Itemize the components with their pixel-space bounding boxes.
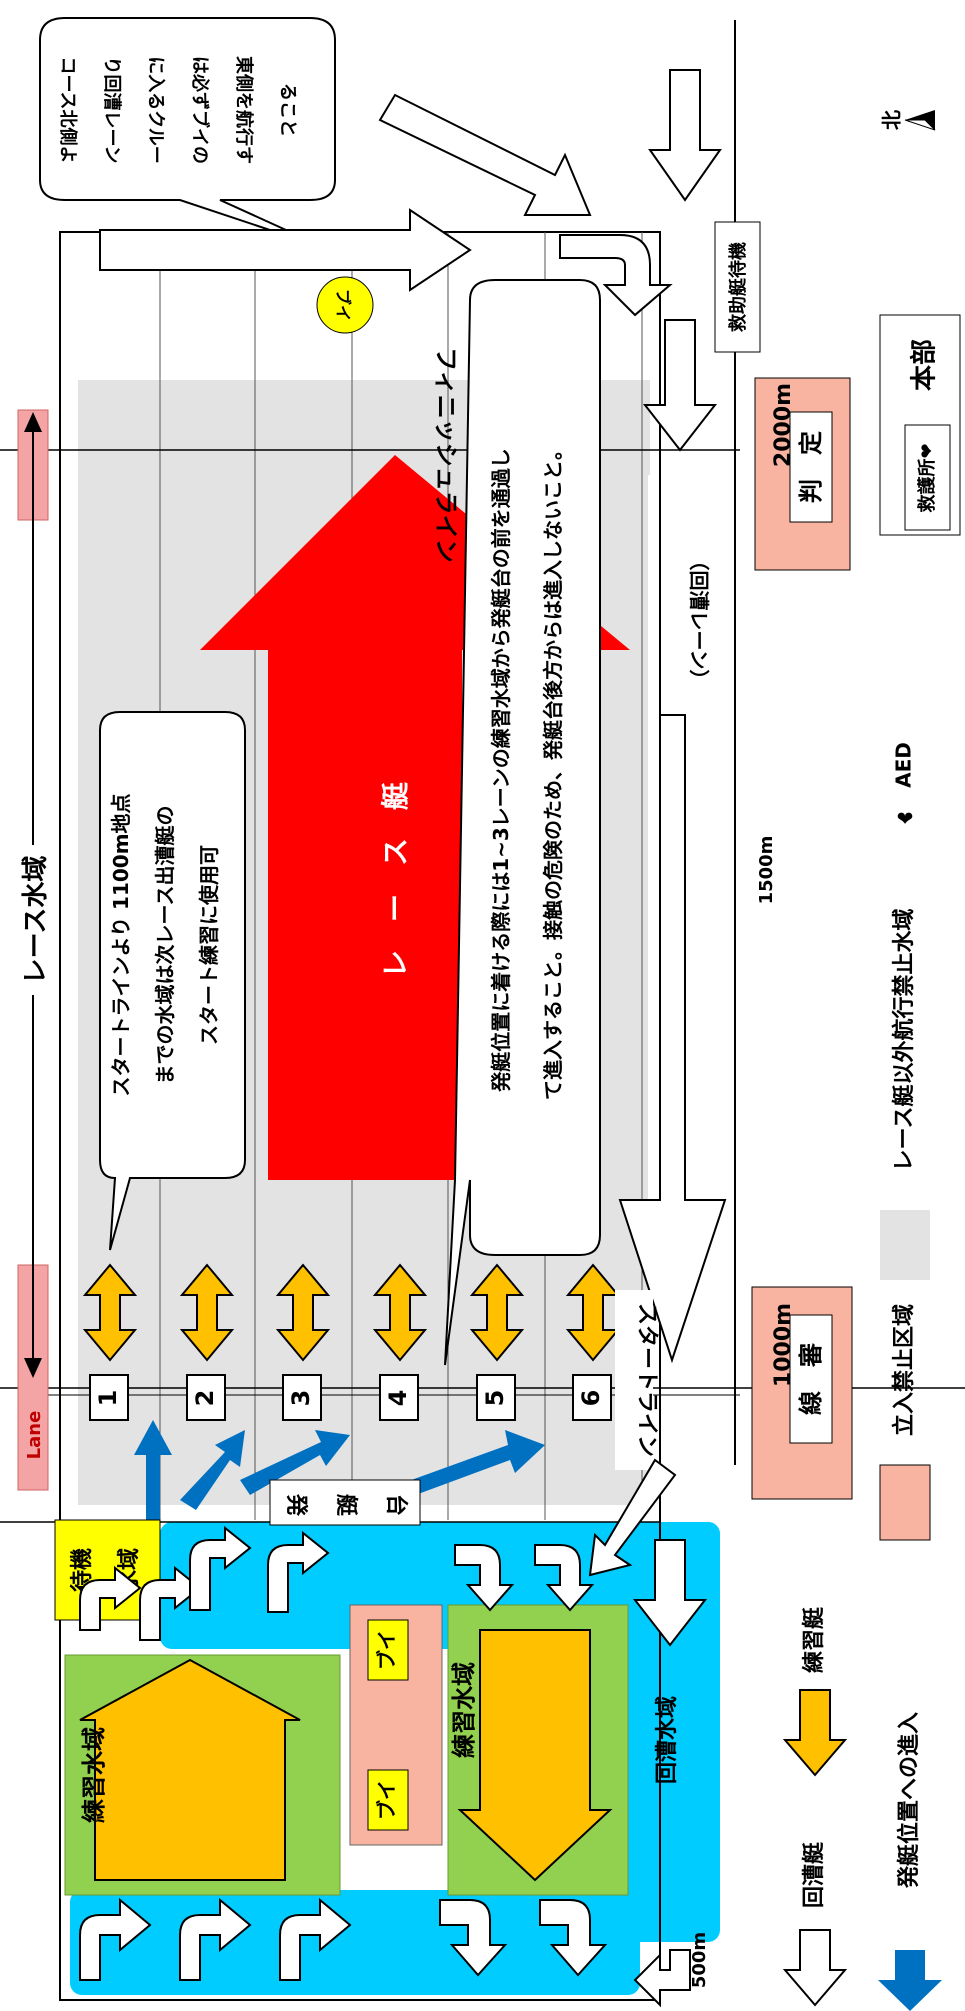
start-pontoon	[269, 1479, 421, 1526]
north-note-3: に入るクルー	[145, 56, 166, 163]
practice-arrow-down	[457, 1629, 613, 1882]
start-practice-line-2: までの水域は次レース出漕艇の	[153, 806, 177, 1085]
practice-arrow-up	[79, 1658, 301, 1881]
race-boat-label: レ ー ス 艇	[379, 782, 412, 978]
pontoon-char-1: 発	[283, 1493, 308, 1517]
start-practice-line-3: スタート練習に使用可	[197, 845, 221, 1045]
lane-number-2: 2	[191, 1390, 219, 1407]
start-line-label-bg	[615, 1290, 653, 1470]
title-bg	[18, 845, 50, 995]
legend-no-entry: 立入禁止区域	[891, 1304, 917, 1436]
legend-no-entry-swatch	[879, 1464, 931, 1541]
start-line-diagonal-arrow	[588, 1458, 677, 1577]
buoy-marker	[316, 276, 374, 334]
buoy-label-1: ブイ	[375, 1630, 399, 1670]
practice-water-1-label: 練習水域	[80, 1727, 108, 1823]
north-note-6: ること	[277, 83, 298, 137]
north-note-5: 東側を航行す	[233, 56, 255, 164]
buoy-label-1-bg	[367, 1619, 409, 1681]
start-position-callout	[444, 279, 601, 1366]
north-note-1: コース北側よ	[57, 56, 79, 163]
legend-entry-icon	[878, 1950, 942, 2011]
rescue-wait-box	[714, 221, 761, 353]
legend-race-only: レース艇以外航行禁止水域	[891, 909, 917, 1172]
legend-race-only-swatch	[880, 1210, 930, 1280]
legend-return-boat: 回漕艇	[801, 1842, 827, 1908]
return-water-label: 回漕水域	[654, 1696, 680, 1784]
start-line-label: スタートライン	[634, 1303, 659, 1457]
lane-double-arrows	[82, 1263, 621, 1362]
lane-number-6: 6	[577, 1390, 605, 1407]
senshin-label: 線 審	[797, 1342, 825, 1415]
lane-arrow-head-up	[24, 412, 42, 432]
buoy-marker-label: ブイ	[334, 289, 353, 321]
pontoon-char-2: 艇	[333, 1494, 359, 1516]
practice-water-2-label: 練習水域	[450, 1662, 478, 1758]
senshin-inner	[789, 1314, 833, 1444]
first-aid-box	[904, 424, 951, 531]
lane-arrow-head-down	[24, 1358, 42, 1378]
return-arrow-top-1	[99, 208, 472, 292]
return-arrow-top-2	[378, 93, 592, 216]
rescue-wait-label: 救助艇待機	[727, 242, 749, 332]
lane-number-boxes	[89, 1374, 612, 1421]
north-note-2: り回漕レーン	[101, 56, 123, 163]
heart-icon: ❤	[897, 807, 914, 831]
start-practice-callout	[99, 711, 246, 1251]
hq-label: 本部	[910, 339, 940, 391]
legend-practice-boat-icon	[782, 1689, 848, 1777]
lane-label: Lane	[24, 1411, 45, 1460]
hantei-inner	[789, 411, 833, 523]
lane-number-1: 1	[94, 1390, 122, 1407]
first-aid-label: 救護所❤	[916, 443, 938, 512]
legend-return-boat-icon	[782, 1929, 848, 2007]
return-arrow-top-down-2	[642, 319, 718, 452]
buoy-label-2: ブイ	[375, 1780, 399, 1820]
finish-line-label: フィニッシュライン	[432, 347, 460, 563]
turn-arrow-top	[559, 234, 673, 317]
north-label: 北	[880, 110, 904, 130]
legend-aed: AED	[892, 742, 916, 788]
distance-1500: 1500m	[756, 836, 777, 905]
lane-number-5: 5	[481, 1390, 509, 1407]
pontoon-char-3: 台	[383, 1494, 409, 1516]
north-arrow-icon-right	[904, 119, 936, 131]
legend-practice-boat: 練習艇	[801, 1607, 827, 1673]
return-water-zone-lower	[615, 1522, 720, 1942]
buoy-label-2-bg	[367, 1769, 409, 1831]
start-practice-line-1: スタートラインより 1100m地点	[109, 793, 133, 1096]
course-title: レース水域	[21, 856, 51, 985]
hantei-label: 判 定	[797, 431, 825, 503]
return-lane-label: （回漕レーン）	[687, 551, 711, 690]
lane-number-4: 4	[384, 1390, 412, 1407]
start-position-line-2: て進入すること。接触の危険のため、発艇台後方からは進入しないこと。	[541, 440, 565, 1100]
return-arrow-top-down	[648, 69, 722, 202]
distance-500: 500m	[689, 1932, 710, 1988]
north-side-callout	[39, 17, 336, 251]
return-water-down-arrow	[632, 1539, 708, 1647]
legend-enter-start: 発艇位置への進入	[896, 1712, 922, 1889]
return-lane-arrow	[618, 714, 727, 1364]
north-note-4: は必ずブイの	[189, 56, 211, 164]
lane-number-3: 3	[287, 1390, 315, 1407]
turn-arrows	[79, 1525, 691, 2008]
start-position-line-1: 発艇位置に着ける際には1~3レーンの練習水域から発艇台の前を通過し	[489, 448, 513, 1093]
